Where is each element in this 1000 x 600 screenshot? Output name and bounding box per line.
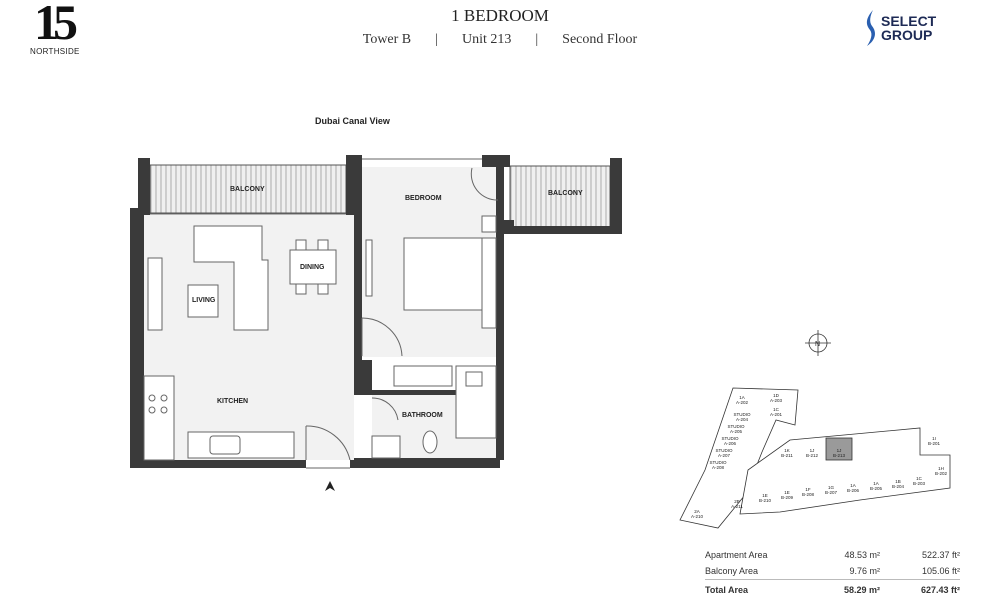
compass-north: N: [815, 341, 820, 348]
room-label-living: LIVING: [192, 297, 216, 304]
view-label: Dubai Canal View: [315, 116, 390, 126]
logo-number: 15: [34, 0, 78, 50]
balcony-left: [149, 164, 347, 214]
area-sqft: 522.37 ft²: [921, 550, 960, 560]
area-label: Balcony Area: [705, 566, 759, 576]
area-row-balcony: Balcony Area 9.76 m² 105.06 ft²: [705, 563, 960, 580]
sink: [371, 435, 401, 459]
total-sqm: 58.29 m²: [785, 579, 880, 598]
flame-icon: [866, 10, 875, 46]
entrance-arrow-icon: [325, 481, 335, 491]
room-label-bathroom: BATHROOM: [402, 412, 443, 419]
tower-label: Tower B: [362, 32, 412, 47]
page-title: 1 BEDROOM: [451, 6, 549, 25]
balcony-right: [509, 165, 611, 231]
area-sqft: 105.06 ft²: [921, 566, 960, 576]
developer-name-2: GROUP: [881, 27, 933, 43]
room-label-balcony-left: BALCONY: [230, 186, 265, 193]
room-label-kitchen: KITCHEN: [217, 398, 248, 405]
unit-details: Tower B | Unit 213 | Second Floor: [0, 31, 1000, 48]
developer-logo: SELECT GROUP: [864, 10, 936, 46]
unit-label: Unit 213: [461, 32, 512, 47]
tv-unit: [147, 257, 163, 331]
area-sqm: 48.53 m²: [844, 550, 880, 560]
room-label-dining: DINING: [300, 264, 325, 271]
area-row-apartment: Apartment Area 48.53 m² 522.37 ft²: [705, 547, 960, 563]
key-plan: [679, 387, 951, 529]
toilet: [422, 430, 438, 454]
logo-name: NORTHSIDE: [30, 47, 80, 56]
sofa: [193, 225, 269, 331]
area-row-total: Total Area 58.29 m² 627.43 ft²: [705, 579, 960, 598]
dining-table: [289, 249, 337, 285]
bed: [403, 237, 483, 311]
wardrobe: [393, 365, 453, 387]
compass-icon: N: [805, 330, 831, 356]
coffee-table: [187, 284, 219, 318]
walls: [130, 155, 622, 468]
floor-label: Second Floor: [562, 32, 638, 47]
area-sqm: 9.76 m²: [849, 566, 880, 576]
developer-name-1: SELECT: [881, 13, 937, 29]
separator: |: [535, 32, 539, 47]
kitchen-counter: [143, 375, 175, 461]
total-sqft: 627.43 ft²: [880, 579, 960, 598]
room-label-balcony-right: BALCONY: [548, 190, 583, 197]
separator: |: [435, 32, 438, 47]
total-label: Total Area: [705, 579, 785, 598]
room-label-bedroom: BEDROOM: [405, 195, 442, 202]
area-table: Apartment Area 48.53 m² 522.37 ft² Balco…: [705, 547, 960, 598]
area-label: Apartment Area: [705, 550, 768, 560]
